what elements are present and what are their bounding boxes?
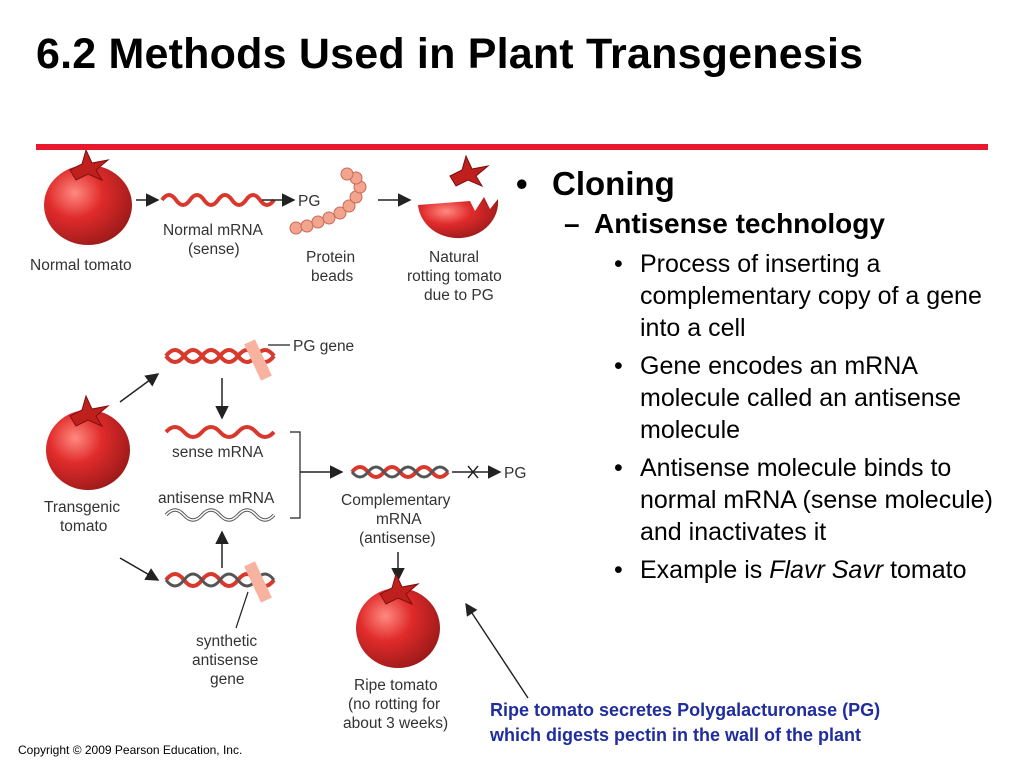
rotting-tomato-icon [418,155,499,239]
bullet-level2: – Antisense technology [564,206,1006,242]
synthetic-pointer [235,591,249,629]
protein-beads-label-2: beads [311,268,353,285]
natural-rotting-label-2: rotting tomato [407,268,502,285]
title-rule [36,144,988,150]
normal-tomato-label: Normal tomato [30,257,132,274]
transgenic-label-1: Transgenic [44,499,120,516]
bullet-list: • Cloning – Antisense technology • Proce… [516,164,1006,586]
protein-beads-label-1: Protein [306,249,355,266]
pg-label: PG [298,193,320,210]
sense-mrna-strand [164,425,276,439]
ripe-tomato-label-1: Ripe tomato [354,677,438,694]
example-suffix: tomato [883,556,967,584]
slide-title: 6.2 Methods Used in Plant Transgenesis [36,30,864,78]
bullet-marker: • [614,556,623,584]
bullet-item: • Antisense molecule binds to normal mRN… [614,452,994,548]
ripe-tomato-icon [356,573,440,668]
complementary-label-3: (antisense) [359,530,436,547]
complementary-mrna-duplex [350,465,450,479]
synthetic-label-2: antisense [192,652,258,669]
synthetic-label-1: synthetic [196,633,257,650]
arrow [119,373,160,403]
pg-blocked-label: PG [504,465,526,482]
natural-rotting-label-1: Natural [429,249,479,266]
ripe-tomato-label-3: about 3 weeks) [343,715,448,732]
bullet-marker: • [614,454,623,482]
example-prefix: Example is [640,556,770,584]
transgenic-label-2: tomato [60,518,107,535]
synthetic-gene-helix [164,561,276,603]
bullet-cloning: Cloning [552,165,675,202]
bullet-item: • Process of inserting a complementary c… [614,248,994,344]
copyright: Copyright © 2009 Pearson Education, Inc. [18,743,243,757]
bullet-item-text: Gene encodes an mRNA molecule called an … [640,352,962,444]
natural-rotting-label-3: due to PG [424,287,494,304]
bullet-item-text: Antisense molecule binds to normal mRNA … [640,454,993,546]
bullet-item-text: Example is Flavr Savr tomato [640,554,994,586]
complementary-label-1: Complementary [341,492,451,509]
antisense-diagram: Normal tomato Normal mRNA (sense) PG Pro… [30,150,529,732]
sense-mrna-label: sense mRNA [172,444,264,461]
ripe-tomato-label-2: (no rotting for [348,696,440,713]
normal-mrna-label-1: Normal mRNA [163,222,264,239]
note-pointer-arrow [465,602,529,699]
bullet-marker: • [614,250,623,278]
pg-note-line-2: which digests pectin in the wall of the … [490,725,862,745]
bullet-level1: • Cloning [516,164,1006,204]
bullet-antisense-technology: Antisense technology [594,208,885,239]
pg-gene-label: PG gene [293,338,354,355]
protein-beads-icon [289,167,367,235]
bullet-marker: • [614,352,623,380]
dash-marker: – [564,208,580,239]
bullet-item-text: Process of inserting a complementary cop… [640,250,982,342]
transgenic-tomato-icon [46,395,130,490]
complementary-label-2: mRNA [376,511,422,528]
pg-note: Ripe tomato secretes Polygalacturonase (… [490,698,880,748]
bullet-marker: • [516,165,528,202]
bracket [290,431,301,519]
blocked-mark-icon [467,465,479,479]
normal-mrna-label-2: (sense) [188,241,240,258]
pg-note-line-1: Ripe tomato secretes Polygalacturonase (… [490,700,881,720]
synthetic-label-3: gene [210,671,244,688]
sense-mrna-strand [160,193,276,207]
bullet-item-example: • Example is Flavr Savr tomato [614,554,994,586]
antisense-mrna-label: antisense mRNA [158,490,275,507]
pg-gene-helix [164,339,276,381]
normal-tomato-icon [44,150,132,245]
arrow [119,557,160,581]
example-italic: Flavr Savr [769,556,884,584]
bullet-item: • Gene encodes an mRNA molecule called a… [614,350,994,446]
